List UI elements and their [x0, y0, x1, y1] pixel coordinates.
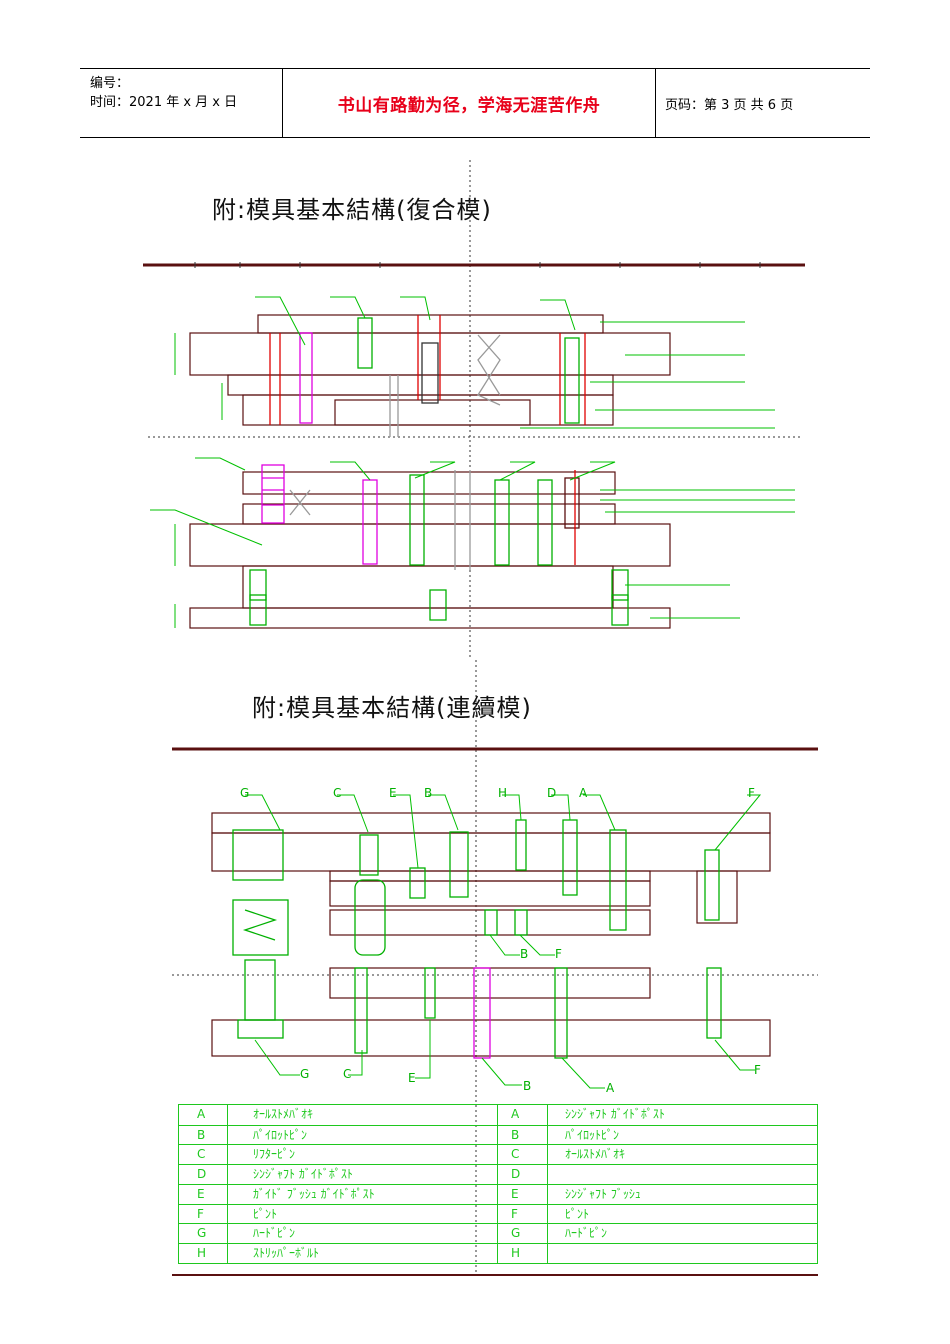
- label-g-bottom: G: [300, 1067, 309, 1081]
- legend-text: ｽﾄﾘｯﾊﾟｰﾎﾞﾙﾄ: [253, 1245, 320, 1260]
- label-f-top: F: [748, 786, 755, 800]
- legend-row: C ﾘﾌﾀｰﾋﾟﾝ C ｵｰﾙｽﾄﾒﾊﾞｵｷ: [179, 1144, 817, 1164]
- legend-text: ｼﾝｼﾞｬﾌﾄ ｶﾞｲﾄﾞﾎﾟｽﾄ: [565, 1107, 665, 1121]
- legend-text: ｼﾝｼﾞｬﾌﾄ ﾌﾞｯｼｭ: [565, 1186, 641, 1201]
- label-b-bottom: B: [523, 1079, 531, 1093]
- legend-key: D: [197, 1167, 207, 1182]
- label-a-bottom: A: [606, 1081, 615, 1095]
- legend-row: E ｶﾞｲﾄﾞ ﾌﾞｯｼｭ ｶﾞｲﾄﾞﾎﾟｽﾄ E ｼﾝｼﾞｬﾌﾄ ﾌﾞｯｼｭ: [179, 1183, 817, 1204]
- page-header: 编号： 时间：2021 年 x 月 x 日 书山有路勤为径，学海无涯苦作舟 页码…: [80, 68, 870, 138]
- legend-row: D ｼﾝｼﾞｬﾌﾄ ｶﾞｲﾄﾞﾎﾟｽﾄ D: [179, 1164, 817, 1184]
- legend-key: A: [511, 1107, 520, 1121]
- legend-key: H: [197, 1245, 207, 1260]
- legend-row: A ｵｰﾙｽﾄﾒﾊﾞｵｷ A ｼﾝｼﾞｬﾌﾄ ｶﾞｲﾄﾞﾎﾟｽﾄ: [179, 1105, 817, 1125]
- legend-text: ｶﾞｲﾄﾞ ﾌﾞｯｼｭ ｶﾞｲﾄﾞﾎﾟｽﾄ: [253, 1186, 375, 1201]
- page-info: 页码：第 3 页 共 6 页: [665, 97, 794, 113]
- label-f-bottom: F: [754, 1063, 761, 1077]
- legend-key: E: [511, 1186, 519, 1201]
- header-motto-cell: 书山有路勤为径，学海无涯苦作舟: [282, 69, 656, 137]
- section1-title: 附:模具基本結構(復合模): [212, 196, 492, 224]
- legend-key: F: [197, 1206, 204, 1221]
- label-f-mid: F: [555, 947, 562, 961]
- legend-text: ﾋﾟﾝﾄ: [565, 1206, 590, 1221]
- header-page-cell: 页码：第 3 页 共 6 页: [655, 69, 870, 137]
- legend-text: ｵｰﾙｽﾄﾒﾊﾞｵｷ: [253, 1107, 314, 1121]
- label-b-top: B: [424, 786, 432, 800]
- time-label: 时间：2021 年 x 月 x 日: [90, 95, 238, 110]
- number-label: 编号：: [90, 76, 130, 91]
- motto-text: 书山有路勤为径，学海无涯苦作舟: [337, 95, 601, 116]
- legend-key: A: [197, 1107, 206, 1121]
- label-h-top: H: [498, 786, 507, 800]
- label-g-top: G: [240, 786, 249, 800]
- legend-text: ﾊﾟｲﾛｯﾄﾋﾟﾝ: [253, 1127, 308, 1142]
- legend-key: F: [511, 1206, 518, 1221]
- label-d-top: D: [547, 786, 556, 800]
- legend-row: G ﾊｰﾄﾞﾋﾟﾝ G ﾊｰﾄﾞﾋﾟﾝ: [179, 1223, 817, 1243]
- legend-text: ﾋﾟﾝﾄ: [253, 1206, 278, 1221]
- legend-row: B ﾊﾟｲﾛｯﾄﾋﾟﾝ B ﾊﾟｲﾛｯﾄﾋﾟﾝ: [179, 1124, 817, 1145]
- label-e-top: E: [389, 786, 397, 800]
- legend-text: ﾊｰﾄﾞﾋﾟﾝ: [253, 1226, 296, 1241]
- label-c-top: C: [333, 786, 341, 800]
- legend-key: B: [511, 1127, 520, 1142]
- legend-key: G: [197, 1226, 207, 1241]
- legend-key: C: [197, 1147, 206, 1162]
- section2-title: 附:模具基本結構(連續模): [252, 694, 532, 722]
- legend-key: H: [511, 1245, 521, 1260]
- legend-key: G: [511, 1226, 521, 1241]
- label-a-top: A: [579, 786, 588, 800]
- parts-legend-table: A ｵｰﾙｽﾄﾒﾊﾞｵｷ A ｼﾝｼﾞｬﾌﾄ ｶﾞｲﾄﾞﾎﾟｽﾄ B ﾊﾟｲﾛｯ…: [178, 1104, 818, 1264]
- legend-row: F ﾋﾟﾝﾄ F ﾋﾟﾝﾄ: [179, 1203, 817, 1224]
- legend-text: ﾘﾌﾀｰﾋﾟﾝ: [253, 1147, 296, 1162]
- legend-key: B: [197, 1127, 206, 1142]
- legend-key: D: [511, 1167, 521, 1182]
- legend-row: H ｽﾄﾘｯﾊﾟｰﾎﾞﾙﾄ H: [179, 1242, 817, 1263]
- label-e-bottom: E: [408, 1071, 416, 1085]
- legend-key: E: [197, 1186, 205, 1201]
- header-meta-cell: 编号： 时间：2021 年 x 月 x 日: [80, 69, 282, 137]
- legend-text: ﾊｰﾄﾞﾋﾟﾝ: [565, 1226, 608, 1241]
- legend-text: ｼﾝｼﾞｬﾌﾄ ｶﾞｲﾄﾞﾎﾟｽﾄ: [253, 1167, 353, 1182]
- label-b-mid: B: [520, 947, 528, 961]
- legend-text: ﾊﾟｲﾛｯﾄﾋﾟﾝ: [565, 1127, 620, 1142]
- legend-text: ｵｰﾙｽﾄﾒﾊﾞｵｷ: [565, 1147, 626, 1162]
- legend-key: C: [511, 1147, 520, 1162]
- label-c-bottom: C: [343, 1067, 351, 1081]
